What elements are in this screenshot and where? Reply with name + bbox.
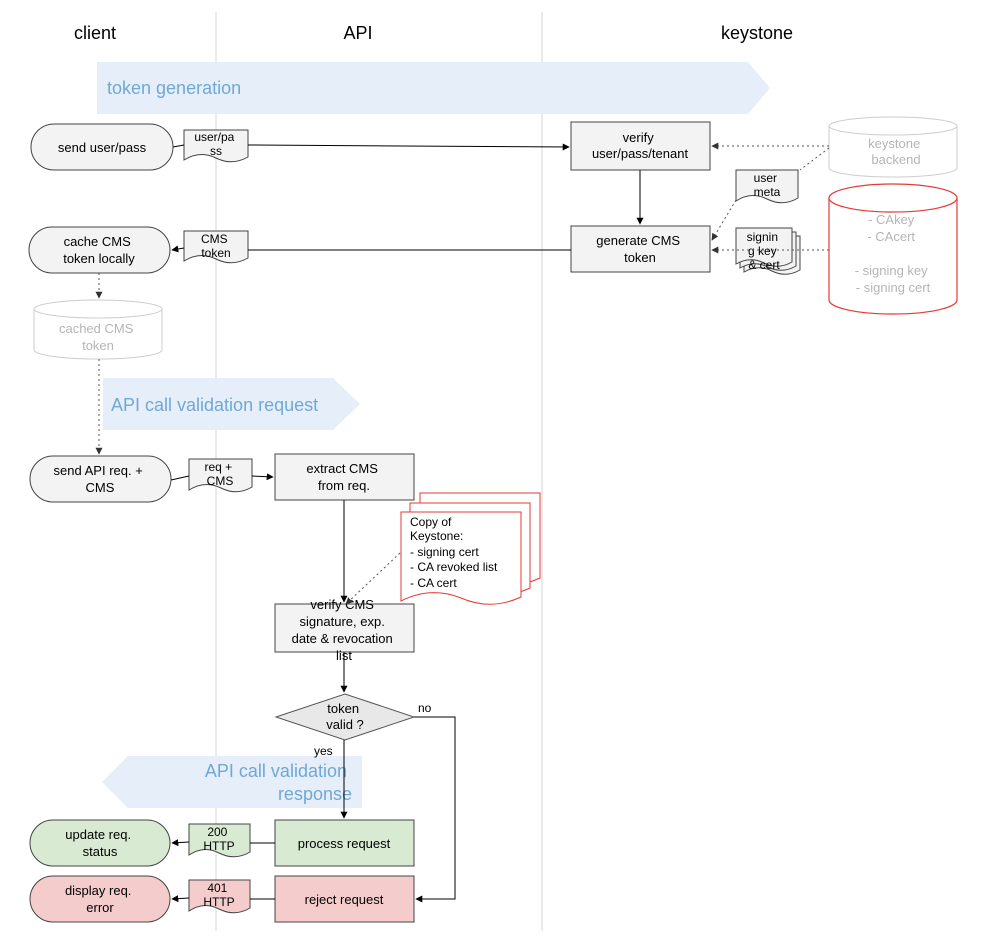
edge-userpass-to-verify (247, 143, 570, 151)
verify-user-node (570, 121, 711, 171)
keystone-backend-store (828, 116, 958, 178)
extract-cms-node (274, 453, 415, 501)
edge-cmsdoc-to-cache (171, 245, 185, 253)
banner-token-generation (97, 62, 770, 114)
cached-cms-label: cached CMS token (59, 321, 137, 353)
display-error-label: display req. error (65, 883, 135, 915)
verify-cms-node (274, 603, 415, 653)
cms-token-document-label: CMS token (201, 232, 231, 260)
verify-cms-label: verify CMS signature, exp. date & revoca… (292, 597, 397, 663)
user-pass-document-label: user/pa ss (194, 130, 237, 158)
keystone-backend-label: keystone backend (868, 136, 924, 167)
banner-validation-response-label: API call validation response (205, 761, 352, 804)
banner-validation-request (103, 378, 360, 430)
cached-cms-store (33, 299, 163, 360)
reject-request-node (274, 875, 415, 923)
update-status-node (29, 819, 171, 867)
generate-cms-label: generate CMS token (596, 233, 683, 265)
ca-key-store-label: - CAkey - CAcert - signing key - signing… (855, 212, 932, 295)
req-cms-document-label: req + CMS (204, 460, 235, 488)
send-api-req-label: send API req. + CMS (54, 463, 147, 495)
edge-label-yes: yes (314, 744, 333, 758)
send-user-pass-label: send user/pass (58, 140, 147, 155)
edge-decision-no (414, 716, 456, 903)
http-401-document (188, 879, 251, 914)
http-401-document-label: 401 HTTP (203, 881, 234, 909)
edge-reqdoc-to-extract (251, 473, 274, 481)
signing-key-document-stack (735, 227, 801, 275)
edge-sendapi-to-reqdoc (170, 475, 190, 481)
copy-keystone-document-stack (400, 492, 541, 605)
lane-header-client: client (74, 23, 116, 43)
http-200-document-label: 200 HTTP (203, 825, 234, 853)
lane-header-api: API (343, 23, 372, 43)
extract-cms-label: extract CMS from req. (306, 461, 381, 493)
banner-token-generation-label: token generation (107, 78, 241, 98)
edge-usermeta-to-generate (712, 147, 830, 240)
lane-header-keystone: keystone (721, 23, 793, 43)
edge-send-to-userpass (172, 144, 185, 148)
signing-key-document-label: signin g key & cert (747, 230, 782, 272)
process-request-node (274, 819, 415, 867)
verify-user-label: verify user/pass/tenant (592, 130, 689, 161)
generate-cms-node (570, 225, 711, 273)
token-valid-label: token valid ? (326, 701, 364, 732)
ca-key-store (828, 183, 958, 315)
cms-token-document (183, 230, 249, 264)
banner-validation-response (102, 756, 362, 808)
update-status-label: update req. status (65, 827, 134, 859)
send-api-req-node (29, 455, 172, 503)
user-meta-document-label: user meta (754, 171, 781, 199)
edge-copy-to-verifycms (345, 552, 401, 605)
edge-label-no: no (418, 701, 432, 715)
process-request-label: process request (298, 836, 391, 851)
user-pass-document (183, 129, 249, 163)
edge-200-to-update (171, 839, 190, 847)
edge-401-to-display (171, 895, 190, 903)
banner-validation-request-label: API call validation request (111, 395, 318, 415)
cache-cms-label: cache CMS token locally (63, 234, 135, 266)
copy-keystone-document-label: Copy of Keystone: - signing cert - CA re… (410, 515, 501, 590)
http-200-document (188, 823, 251, 858)
reject-request-label: reject request (305, 892, 384, 907)
display-error-node (29, 875, 171, 923)
req-cms-document (188, 458, 253, 493)
user-meta-document (735, 169, 799, 204)
